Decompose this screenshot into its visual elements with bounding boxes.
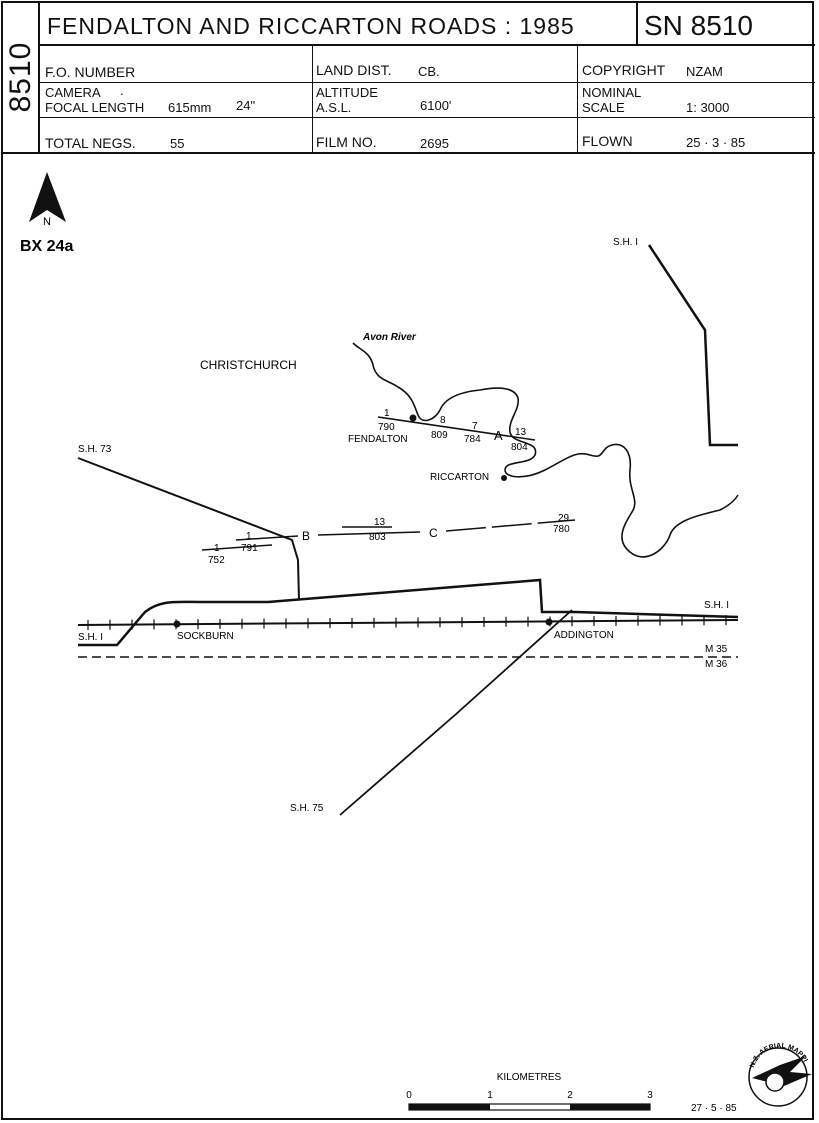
nominal-label: NOMINAL bbox=[582, 85, 642, 100]
logo-ring bbox=[748, 1047, 808, 1107]
sh75-road bbox=[339, 609, 573, 816]
sh73-road bbox=[77, 457, 300, 601]
focal-length-mm: 615mm bbox=[168, 100, 212, 115]
avon-river-line bbox=[352, 342, 739, 558]
fendalton-label: FENDALTON bbox=[348, 434, 408, 445]
altitude-value: 6100' bbox=[420, 98, 452, 113]
run-c-end-bottom: 780 bbox=[553, 524, 570, 535]
header-col-divider-1 bbox=[312, 45, 313, 153]
scale-bar-tick-1: 1 bbox=[487, 1090, 493, 1101]
run-b-mid-top: 1 bbox=[246, 531, 252, 542]
addington-point bbox=[545, 618, 553, 626]
film-no-value: 2695 bbox=[420, 136, 449, 151]
sh1-north-label: S.H. I bbox=[613, 237, 638, 248]
scale-bar-segment-1 bbox=[409, 1104, 490, 1110]
reference-code: BX 24a bbox=[20, 238, 73, 255]
film-no-label: FILM NO. bbox=[316, 134, 377, 150]
altitude-label: ALTITUDE bbox=[316, 85, 378, 100]
logo-text: N.Z. AERIAL MAPPING LTD bbox=[0, 0, 809, 1069]
run-a-mid2-top: 7 bbox=[472, 421, 478, 432]
sheet-title: FENDALTON AND RICCARTON ROADS : 1985 bbox=[47, 13, 575, 39]
sh75-label: S.H. 75 bbox=[290, 803, 324, 814]
header-title-divider bbox=[636, 3, 638, 45]
run-a-mid1-bottom: 809 bbox=[431, 430, 448, 441]
riccarton-label: RICCARTON bbox=[430, 472, 489, 483]
run-a-letter: A bbox=[494, 428, 503, 443]
flown-label: FLOWN bbox=[582, 133, 633, 149]
header-rule-bottom bbox=[3, 152, 815, 154]
run-a-mid1-top: 8 bbox=[440, 415, 446, 426]
avon-river-label: Avon River bbox=[362, 332, 417, 343]
north-arrow-shape bbox=[29, 172, 66, 222]
run-a-mid2-bottom: 784 bbox=[464, 434, 481, 445]
asl-label: A.S.L. bbox=[316, 100, 352, 115]
sheet-sn: SN 8510 bbox=[644, 10, 753, 41]
header-col-divider-2 bbox=[577, 45, 578, 153]
run-b-mid-bottom: 791 bbox=[241, 543, 258, 554]
run-a-start-top: 1 bbox=[384, 408, 390, 419]
scale-value: 1: 3000 bbox=[686, 100, 730, 115]
header-rule-1 bbox=[38, 44, 815, 46]
scale-bar-tick-3: 3 bbox=[647, 1090, 653, 1101]
scale-bar-tick-2: 2 bbox=[567, 1090, 573, 1101]
christchurch-label: CHRISTCHURCH bbox=[200, 358, 297, 372]
run-a-line bbox=[377, 416, 536, 441]
run-a-end-top: 13 bbox=[515, 427, 527, 438]
fendalton-point bbox=[409, 414, 417, 422]
nz-aerial-mapping-logo-icon: N.Z. AERIAL MAPPING LTD bbox=[0, 0, 812, 1107]
north-arrow-letter: N bbox=[43, 216, 51, 228]
header-rule-2 bbox=[38, 82, 815, 83]
run-b-end-top: 13 bbox=[374, 517, 386, 528]
land-dist-label: LAND DIST. bbox=[316, 62, 392, 78]
sh1-north-road bbox=[647, 244, 738, 447]
run-b-start-bottom: 752 bbox=[208, 555, 225, 566]
riccarton-point bbox=[501, 475, 507, 481]
run-b-end-bottom: 803 bbox=[369, 532, 386, 543]
m35-label: M 35 bbox=[705, 644, 728, 655]
run-a-start-bottom: 790 bbox=[378, 422, 395, 433]
copyright-label: COPYRIGHT bbox=[582, 62, 666, 78]
run-b-letter: B bbox=[302, 529, 310, 543]
total-negs-label: TOTAL NEGS. bbox=[45, 135, 136, 151]
sockburn-label: SOCKBURN bbox=[177, 631, 234, 642]
scale-bar-tick-0: 0 bbox=[406, 1090, 412, 1101]
run-b-start-top: 1 bbox=[214, 543, 220, 554]
railway-line bbox=[77, 619, 739, 626]
copyright-value: NZAM bbox=[686, 64, 723, 79]
run-b-mid-line bbox=[235, 535, 299, 541]
run-b-line bbox=[317, 531, 421, 536]
run-b-start-line bbox=[201, 544, 273, 551]
addington-label: ADDINGTON bbox=[554, 630, 614, 641]
scale-bar-title: KILOMETRES bbox=[497, 1072, 562, 1083]
header-rule-3 bbox=[38, 117, 815, 118]
run-c-line bbox=[445, 519, 576, 532]
total-negs-value: 55 bbox=[170, 136, 185, 151]
m36-label: M 36 bbox=[705, 659, 728, 670]
camera-label: CAMERA bbox=[45, 85, 101, 100]
land-dist-value: CB. bbox=[418, 64, 440, 79]
header-side-divider bbox=[38, 3, 40, 153]
north-arrow-icon: N bbox=[29, 172, 66, 228]
footer-date: 27 · 5 · 85 bbox=[691, 1103, 737, 1114]
run-a-end-bottom: 804 bbox=[511, 442, 528, 453]
scale-bar-segment-3 bbox=[570, 1104, 650, 1110]
sh1-main-road bbox=[78, 578, 739, 647]
fo-number-label: F.O. NUMBER bbox=[45, 64, 136, 80]
focal-length-in: 24" bbox=[236, 98, 256, 113]
logo-lens bbox=[765, 1072, 785, 1092]
sh1-right-label: S.H. I bbox=[704, 600, 729, 611]
run-c-letter: C bbox=[429, 526, 438, 540]
run-c-end-top: 29 bbox=[558, 513, 570, 524]
flown-value: 25 · 3 · 85 bbox=[686, 135, 746, 150]
focal-length-label: FOCAL LENGTH bbox=[45, 100, 145, 115]
sh73-label: S.H. 73 bbox=[78, 444, 112, 455]
sockburn-point bbox=[173, 620, 181, 628]
camera-dot: . bbox=[120, 83, 124, 98]
sh1-left-label: S.H. I bbox=[78, 632, 103, 643]
scale-label: SCALE bbox=[582, 100, 625, 115]
